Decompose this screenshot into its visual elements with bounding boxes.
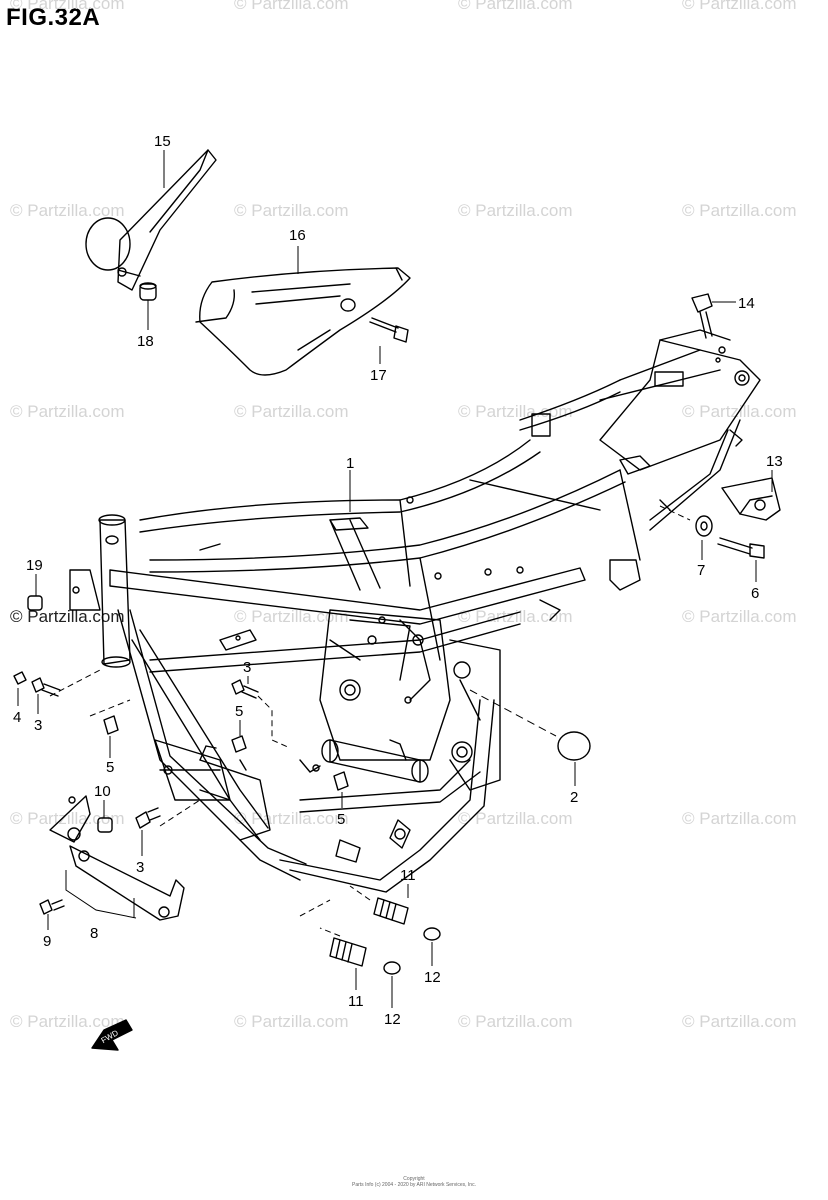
part-cap bbox=[27, 595, 43, 611]
watermark: © Partzilla.com bbox=[682, 201, 797, 220]
watermark: © Partzilla.com bbox=[458, 0, 573, 13]
watermark: © Partzilla.com bbox=[10, 201, 125, 220]
part-collar bbox=[97, 817, 113, 833]
callout-16: 16 bbox=[289, 227, 306, 244]
watermark: © Partzilla.com bbox=[682, 0, 797, 13]
watermark: © Partzilla.com bbox=[458, 1012, 573, 1031]
callout-11b: 11 bbox=[348, 993, 364, 1010]
watermark: © Partzilla.com bbox=[10, 809, 125, 828]
callout-12a: 12 bbox=[424, 969, 441, 986]
callout-11a: 11 bbox=[400, 867, 416, 884]
part-nut bbox=[13, 671, 27, 685]
forward-direction-icon bbox=[91, 1019, 133, 1051]
callout-1: 1 bbox=[346, 455, 354, 472]
watermark: © Partzilla.com bbox=[682, 809, 797, 828]
part-frame-cover bbox=[85, 149, 217, 291]
watermark: © Partzilla.com bbox=[234, 402, 349, 421]
watermark: © Partzilla.com bbox=[234, 0, 349, 13]
callout-13: 13 bbox=[766, 453, 783, 470]
callout-labels: 15 18 16 17 14 1 13 7 6 2 19 4 3 5 3 5 5… bbox=[13, 133, 783, 1045]
part-stud-lower bbox=[329, 937, 367, 967]
part-nut-left bbox=[103, 715, 119, 735]
callout-2: 2 bbox=[570, 789, 578, 806]
callout-9: 9 bbox=[43, 933, 51, 950]
part-nut-lower bbox=[333, 771, 349, 791]
callout-17: 17 bbox=[370, 367, 387, 384]
callout-12b: 12 bbox=[384, 1011, 401, 1028]
part-engine-mount-bracket bbox=[49, 795, 185, 921]
copyright-line-1: Copyright bbox=[403, 1176, 425, 1182]
part-cap-upper bbox=[423, 927, 441, 941]
watermark: © Partzilla.com bbox=[10, 1012, 125, 1031]
callout-3c: 3 bbox=[136, 859, 144, 876]
leader-lines bbox=[17, 150, 773, 1008]
watermark: © Partzilla.com bbox=[682, 607, 797, 626]
part-bolt-rear bbox=[717, 537, 765, 559]
callout-19: 19 bbox=[26, 557, 43, 574]
part-frame-body bbox=[69, 329, 761, 893]
copyright-line-2: Parts Info (c) 2004 - 2020 by ARI Networ… bbox=[352, 1182, 476, 1188]
part-bolt-left bbox=[31, 677, 61, 697]
part-bolt-lower bbox=[135, 807, 161, 829]
callout-6: 6 bbox=[751, 585, 759, 602]
callout-5a: 5 bbox=[106, 759, 114, 776]
callout-18: 18 bbox=[137, 333, 154, 350]
watermark: © Partzilla.com bbox=[10, 0, 125, 13]
copyright-notice: Copyright Parts Info (c) 2004 - 2020 by … bbox=[0, 1176, 828, 1188]
part-bolt-center bbox=[231, 679, 259, 699]
part-plug bbox=[557, 731, 591, 761]
callout-5c: 5 bbox=[337, 811, 345, 828]
watermark-highlight: © Partzilla.com bbox=[10, 607, 125, 626]
part-stud-upper bbox=[373, 897, 409, 925]
part-bolt-mount bbox=[39, 899, 65, 915]
part-cap-lower bbox=[383, 961, 401, 975]
watermark: © Partzilla.com bbox=[458, 402, 573, 421]
part-bracket bbox=[721, 429, 781, 521]
callout-7: 7 bbox=[697, 562, 705, 579]
watermark: © Partzilla.com bbox=[234, 809, 349, 828]
watermark: © Partzilla.com bbox=[234, 1012, 349, 1031]
part-grommet bbox=[139, 282, 157, 301]
callout-4: 4 bbox=[13, 709, 21, 726]
callout-15: 15 bbox=[154, 133, 171, 150]
watermark: © Partzilla.com bbox=[682, 1012, 797, 1031]
callout-3b: 3 bbox=[243, 659, 251, 676]
part-washer bbox=[695, 515, 713, 537]
figure-title: FIG.32A bbox=[6, 4, 101, 31]
watermark: © Partzilla.com bbox=[234, 201, 349, 220]
watermark: © Partzilla.com bbox=[458, 809, 573, 828]
callout-10: 10 bbox=[94, 783, 111, 800]
callout-3a: 3 bbox=[34, 717, 42, 734]
part-frame-side-cover bbox=[195, 267, 411, 376]
watermark: © Partzilla.com bbox=[10, 402, 125, 421]
watermark: © Partzilla.com bbox=[458, 201, 573, 220]
callout-14: 14 bbox=[738, 295, 755, 312]
part-bolt bbox=[369, 317, 409, 343]
part-nut-center bbox=[231, 735, 247, 753]
callout-8: 8 bbox=[90, 925, 98, 942]
part-bolt-top bbox=[691, 293, 713, 339]
callout-5b: 5 bbox=[235, 703, 243, 720]
